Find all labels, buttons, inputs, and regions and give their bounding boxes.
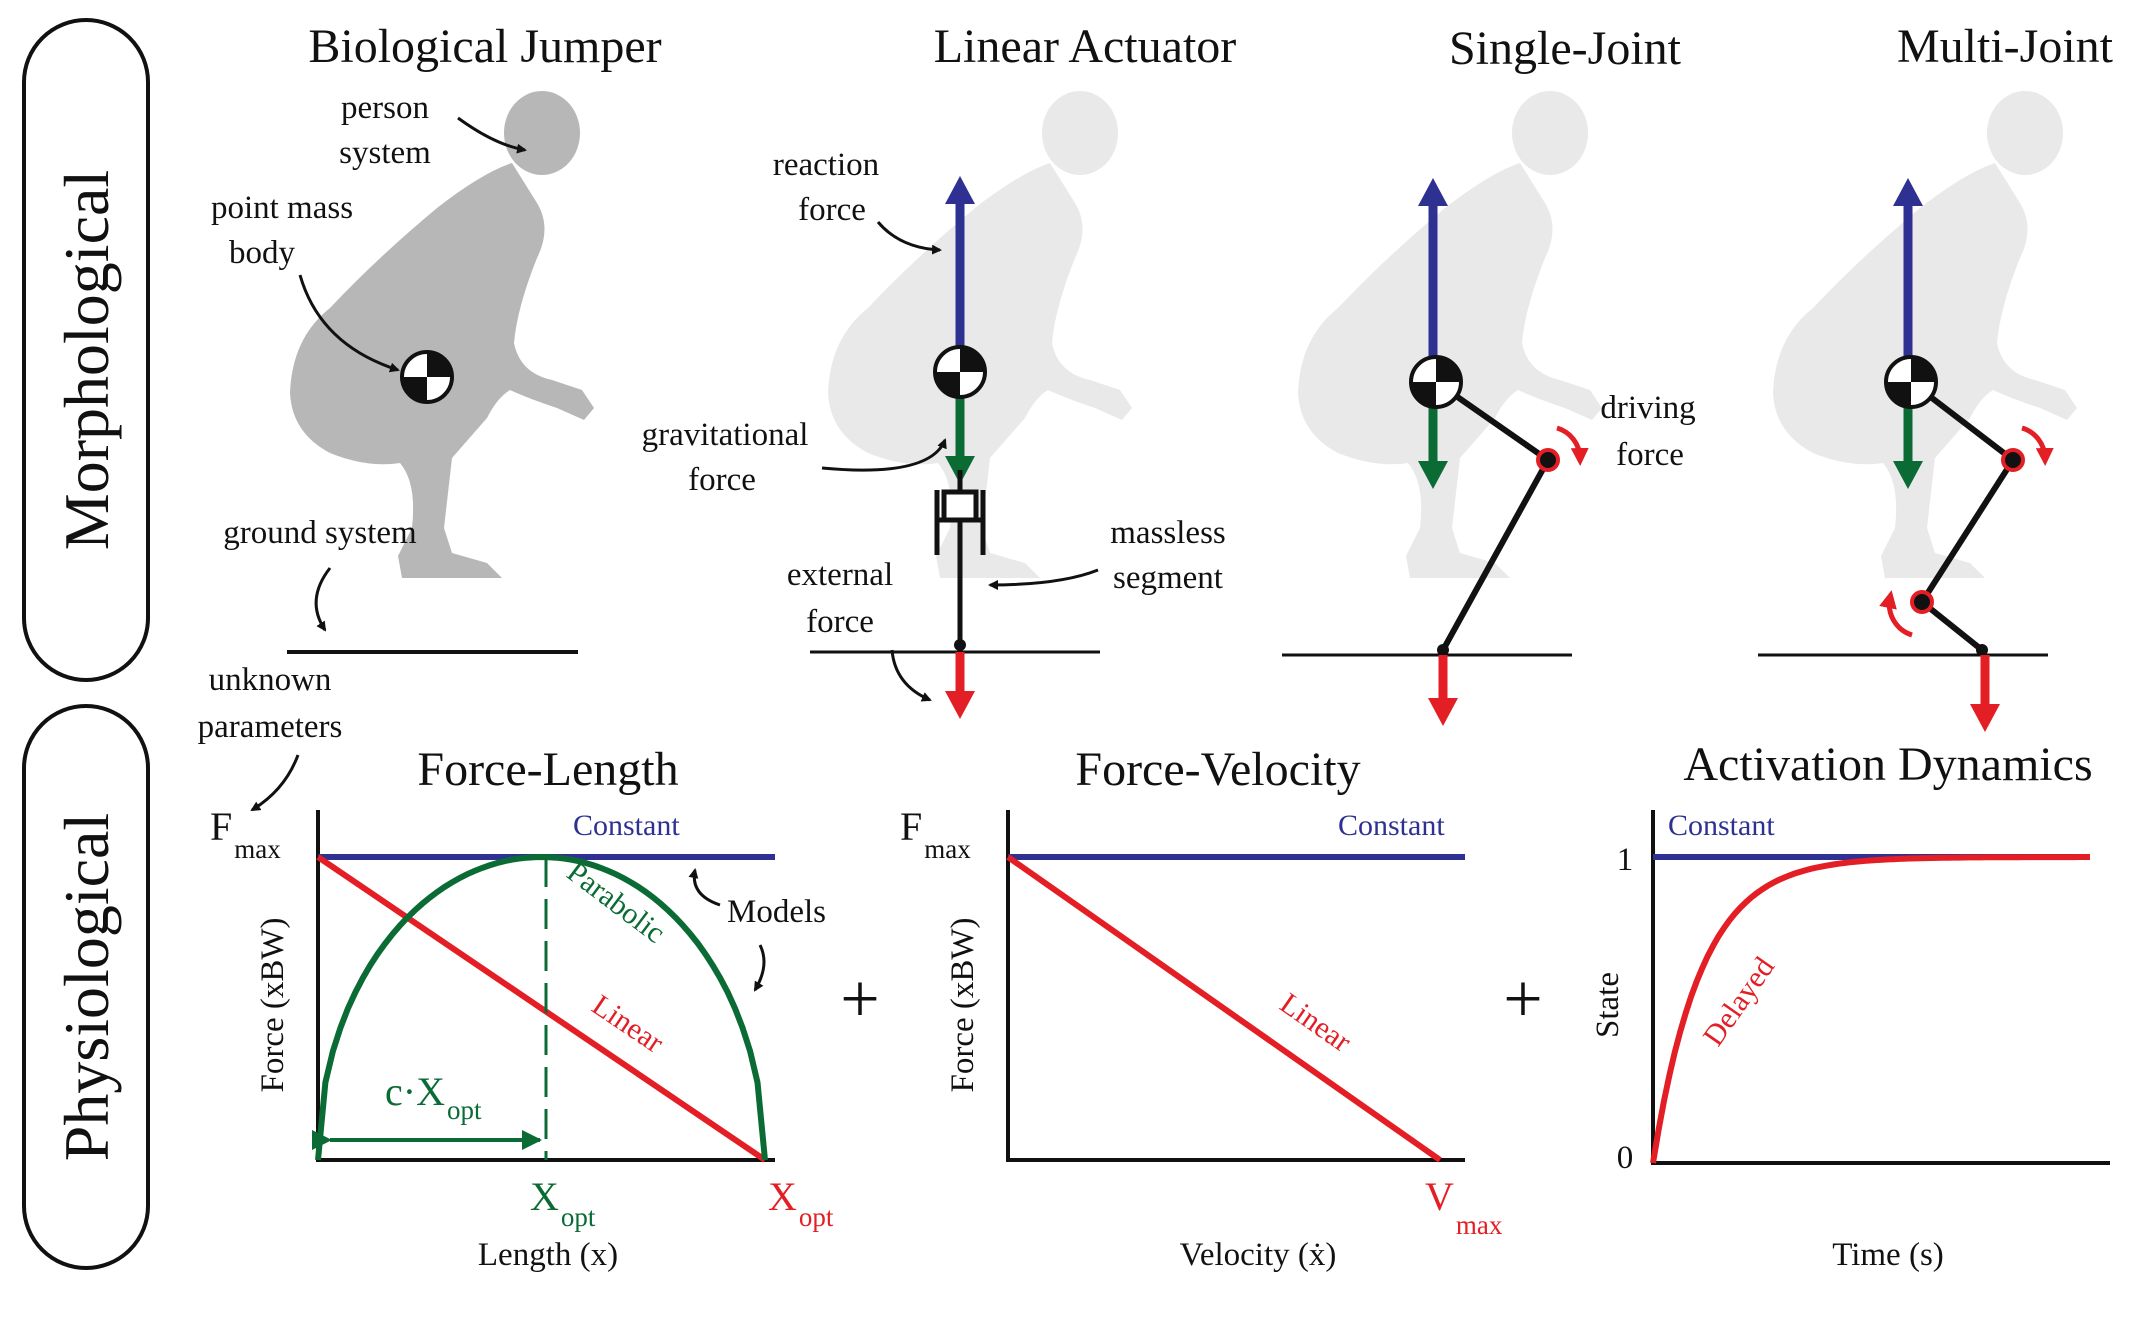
reaction-force-label: force [798, 192, 866, 228]
person-system-label: person [341, 90, 429, 126]
series-line-linear [1006, 854, 1442, 1163]
point-mass-label: point mass [211, 190, 353, 226]
chart-activation-dynamics: Activation Dynamics 1 0 State Time (s) C… [1590, 738, 2110, 1273]
arrow-icon [753, 944, 766, 992]
legend-constant: Constant [573, 809, 680, 842]
y-axis-label: Force (xBW) [255, 917, 291, 1092]
panel-title-biological: Biological Jumper [308, 20, 661, 73]
jumper-silhouette-faded [1773, 91, 2077, 578]
row-label-physiological: Physiological [22, 704, 150, 1270]
arrow-icon [457, 116, 527, 154]
person-system-label: system [339, 135, 431, 171]
actuator-icon [934, 470, 986, 645]
ground-system-label: ground system [223, 515, 417, 551]
torque-arrow-icon [2021, 425, 2054, 466]
reaction-force-label: reaction [773, 147, 879, 183]
torque-arrow-icon [1556, 425, 1589, 466]
arrow-icon [890, 649, 932, 702]
driving-force-label: driving [1600, 390, 1695, 426]
driving-force-label: force [1616, 437, 1684, 473]
chart-force-velocity: Force-Velocity Fmax Force (xBW) Velocity… [900, 743, 1503, 1273]
torque-arrow-icon [1879, 590, 1913, 638]
arrow-icon [688, 868, 721, 907]
center-of-mass-icon [400, 350, 454, 404]
svg-text:Morphological: Morphological [51, 170, 122, 550]
chart-title: Force-Length [417, 743, 678, 796]
massless-segment-label: massless [1110, 515, 1226, 551]
series-line-delayed [1650, 854, 2090, 1164]
legend-delayed: Delayed [1697, 951, 1781, 1052]
unknown-parameters-label: parameters [198, 709, 343, 745]
x-marker-label: Vmax [1425, 1174, 1503, 1240]
gravitational-force-label: force [688, 462, 756, 498]
joint-icon [954, 639, 966, 651]
massless-segment-label: segment [1113, 560, 1223, 596]
external-force-label: external [787, 557, 893, 593]
span-label: c·Xopt [385, 1069, 482, 1125]
x-axis-label: Velocity (ẋ) [1180, 1237, 1337, 1273]
models-label: Models [727, 894, 826, 930]
arrow-icon [988, 568, 1099, 590]
panel-title-linear: Linear Actuator [934, 20, 1237, 73]
panel-title-single: Single-Joint [1449, 22, 1682, 75]
arrow-icon [298, 274, 400, 373]
joint-icon [1536, 448, 1560, 472]
arrow-icon [876, 221, 942, 255]
x-marker-label: Xopt [768, 1174, 834, 1232]
x-marker-label: Xopt [530, 1174, 596, 1232]
arrow-icon [250, 754, 300, 812]
joint-icon [1976, 644, 1988, 656]
y-tick-label: Fmax [210, 804, 281, 864]
center-of-mass-icon [1884, 355, 1938, 409]
chart-force-length: Force-Length Fmax Force (xBW) Length (x)… [210, 743, 834, 1273]
center-of-mass-icon [1409, 355, 1463, 409]
gravitational-force-label: gravitational [642, 417, 809, 453]
center-of-mass-icon [933, 345, 987, 399]
joint-icon [1910, 590, 1934, 614]
y-axis-label: State [1590, 972, 1626, 1038]
row-label-morphological: Morphological [22, 18, 150, 682]
joint-icon [2001, 448, 2025, 472]
series-line-parabolic [315, 853, 768, 1161]
chart-title: Activation Dynamics [1683, 738, 2092, 791]
chart-title: Force-Velocity [1075, 743, 1360, 796]
arrow-icon [314, 567, 332, 632]
svg-text:Physiological: Physiological [51, 813, 122, 1161]
plus-sign: + [1503, 961, 1542, 1038]
external-force-label: force [806, 604, 874, 640]
x-axis-label: Time (s) [1832, 1237, 1944, 1273]
plus-sign: + [840, 961, 879, 1038]
y-tick-label: 0 [1617, 1140, 1634, 1176]
legend-constant: Constant [1338, 809, 1445, 842]
y-tick-label: 1 [1617, 842, 1634, 878]
joint-icon [1437, 644, 1449, 656]
jumper-silhouette-faded [1298, 91, 1602, 578]
x-axis-label: Length (x) [478, 1237, 618, 1273]
point-mass-label: body [229, 235, 296, 271]
y-axis-label: Force (xBW) [945, 917, 981, 1092]
unknown-parameters-label: unknown [209, 662, 332, 698]
leg-segment [1909, 379, 2018, 653]
series-line-linear [316, 854, 767, 1163]
panel-title-multi: Multi-Joint [1897, 20, 2114, 73]
legend-linear: Linear [1274, 987, 1357, 1059]
arrow-icon [821, 438, 947, 472]
y-tick-label: Fmax [900, 804, 971, 864]
legend-constant: Constant [1668, 809, 1775, 842]
